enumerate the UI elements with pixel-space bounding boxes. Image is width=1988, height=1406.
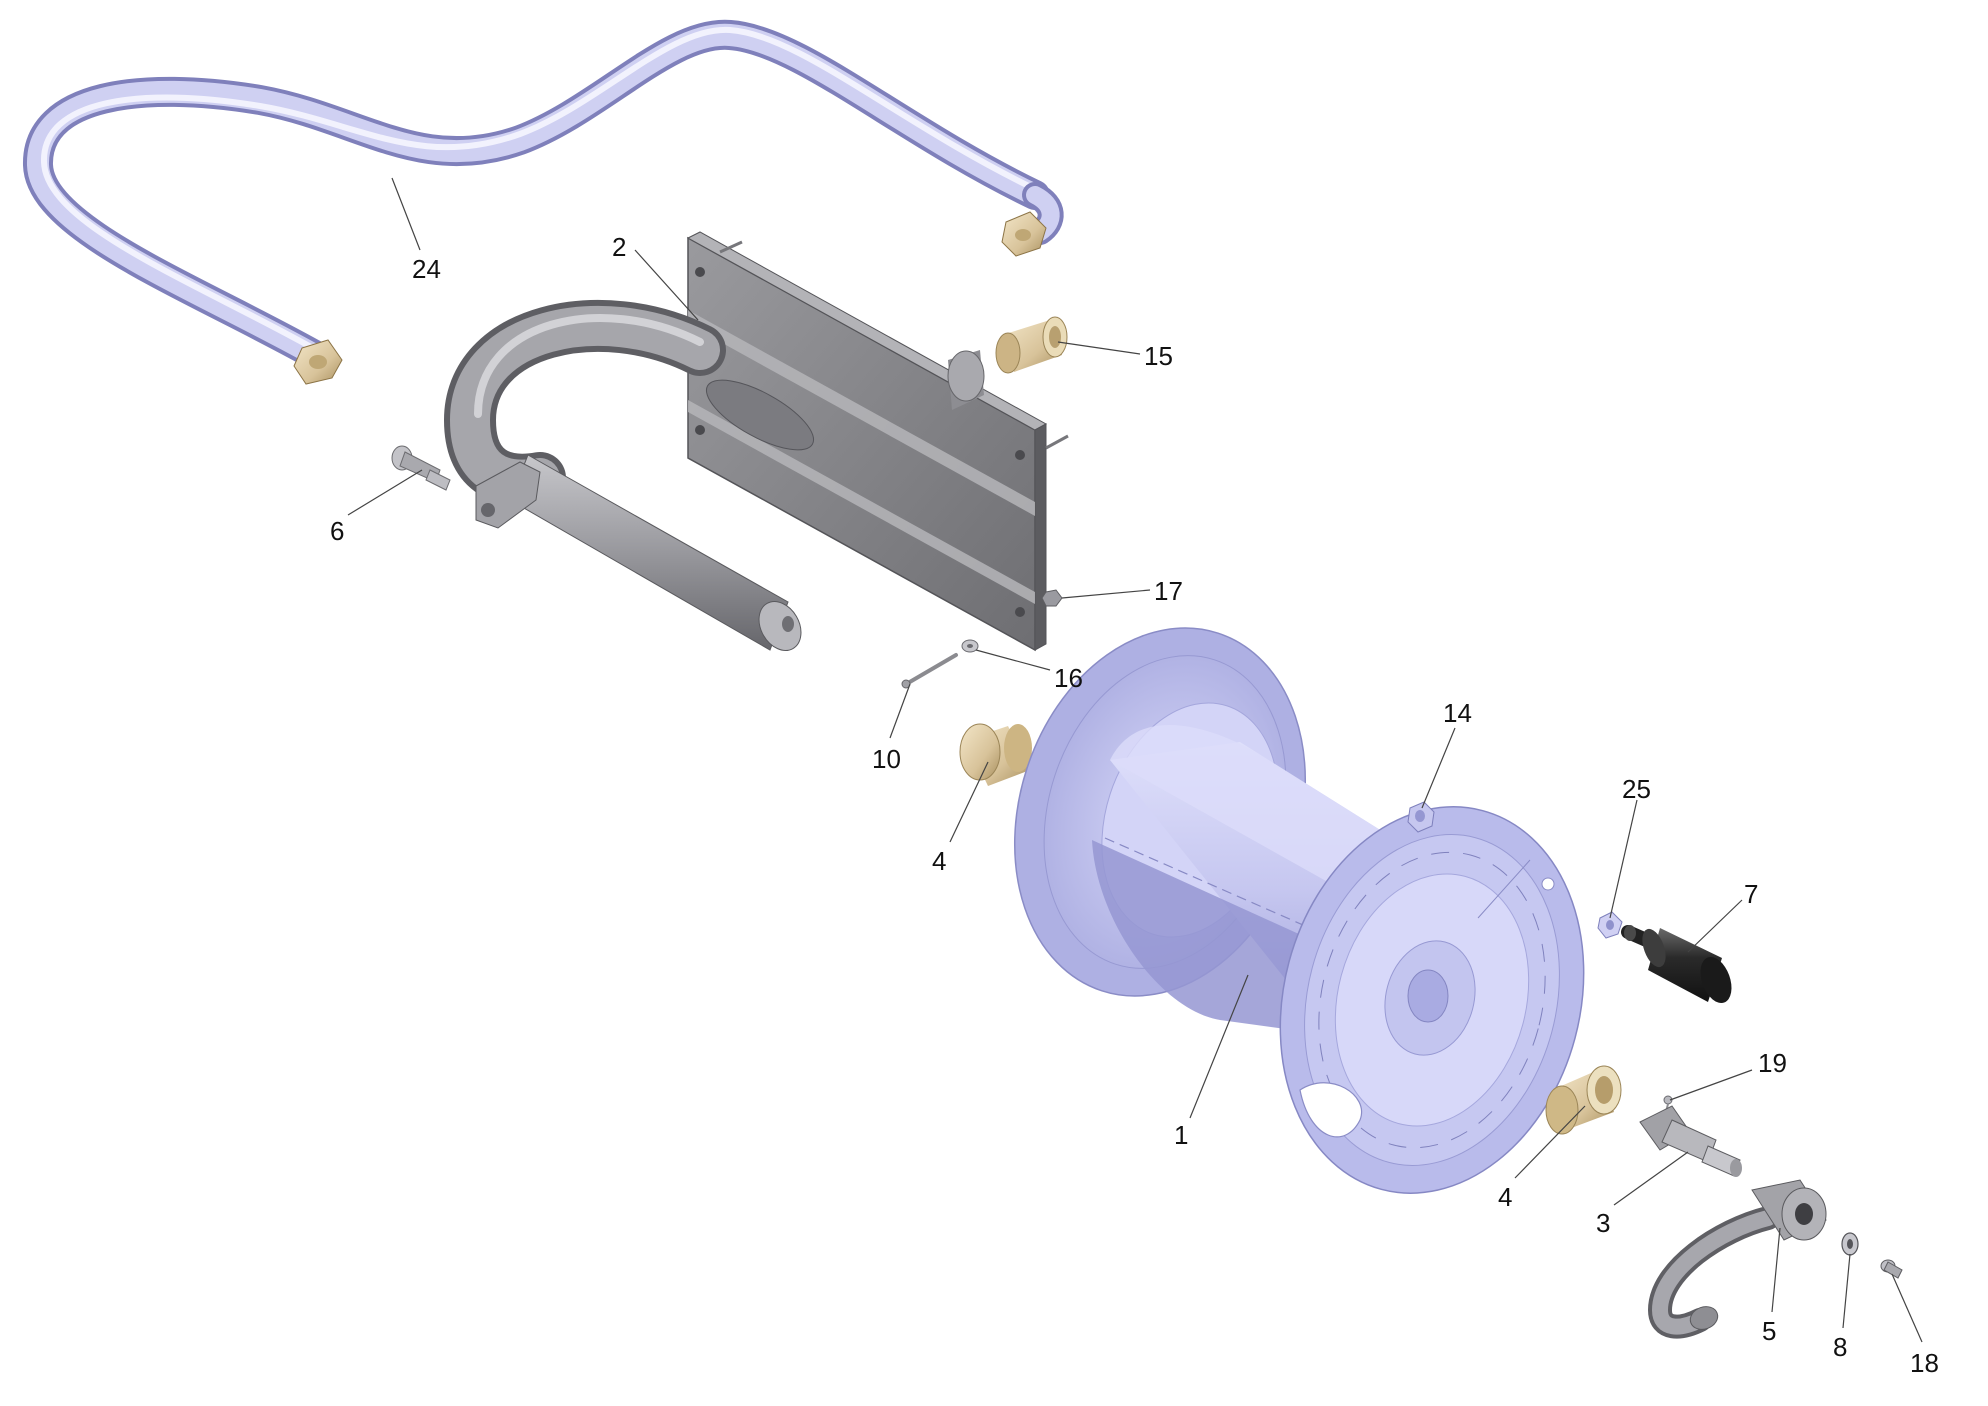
leader-4b — [1514, 1105, 1586, 1179]
leader-19 — [1669, 1069, 1753, 1101]
callout-7: 7 — [1744, 879, 1758, 909]
leader-1 — [1189, 974, 1249, 1119]
leader-4a — [949, 761, 989, 843]
callout-6: 6 — [330, 516, 344, 546]
callout-labels: 24 2 15 6 17 16 10 4 14 25 7 1 19 4 3 5 … — [330, 232, 1939, 1378]
callout-16: 16 — [1054, 663, 1083, 693]
leader-15 — [1057, 341, 1141, 355]
leader-14 — [1421, 727, 1456, 809]
leader-5 — [1771, 1227, 1781, 1313]
callout-10: 10 — [872, 744, 901, 774]
leader-10 — [889, 683, 911, 739]
washer-small — [961, 639, 979, 653]
bushing-left — [959, 723, 1032, 786]
callout-4-right: 4 — [1498, 1182, 1512, 1212]
leader-2 — [634, 249, 699, 321]
callout-2: 2 — [612, 232, 626, 262]
leader-17 — [1061, 589, 1151, 599]
callout-1: 1 — [1174, 1120, 1188, 1150]
screw — [1880, 1259, 1903, 1279]
hose-line — [22, 19, 1064, 385]
hose-fitting-right — [1001, 211, 1047, 257]
leader-18 — [1891, 1273, 1923, 1343]
leader-7 — [1687, 899, 1743, 953]
nut-small — [1041, 589, 1063, 607]
hose-fitting-left — [293, 339, 343, 385]
connector-small — [391, 445, 451, 491]
callout-14: 14 — [1443, 698, 1472, 728]
callout-25: 25 — [1622, 774, 1651, 804]
swivel-elbow — [1647, 1179, 1827, 1339]
swivel-connector — [1639, 1105, 1742, 1177]
callout-15: 15 — [1144, 341, 1173, 371]
leader-6 — [347, 469, 423, 516]
callout-8: 8 — [1833, 1332, 1847, 1362]
pin — [901, 653, 958, 689]
wall-bracket-frame — [443, 231, 1069, 652]
bushing-top — [995, 316, 1068, 374]
nut-handle — [1597, 911, 1623, 939]
leader-24 — [391, 177, 421, 251]
leader-3 — [1613, 1151, 1689, 1206]
callout-18: 18 — [1910, 1348, 1939, 1378]
leader-16 — [975, 649, 1051, 671]
callout-5: 5 — [1762, 1316, 1776, 1346]
bushing-right — [1545, 1065, 1622, 1135]
hose-reel-drum — [1013, 627, 1585, 1194]
leader-8 — [1842, 1253, 1851, 1329]
callout-3: 3 — [1596, 1208, 1610, 1238]
callout-4-left: 4 — [932, 846, 946, 876]
callout-19: 19 — [1758, 1048, 1787, 1078]
crank-handle — [1621, 925, 1732, 1004]
leader-25 — [1609, 799, 1638, 919]
nut — [1407, 801, 1435, 833]
washer — [1841, 1232, 1859, 1256]
leader-lines — [347, 177, 1923, 1343]
callout-17: 17 — [1154, 576, 1183, 606]
callout-24: 24 — [412, 254, 441, 284]
